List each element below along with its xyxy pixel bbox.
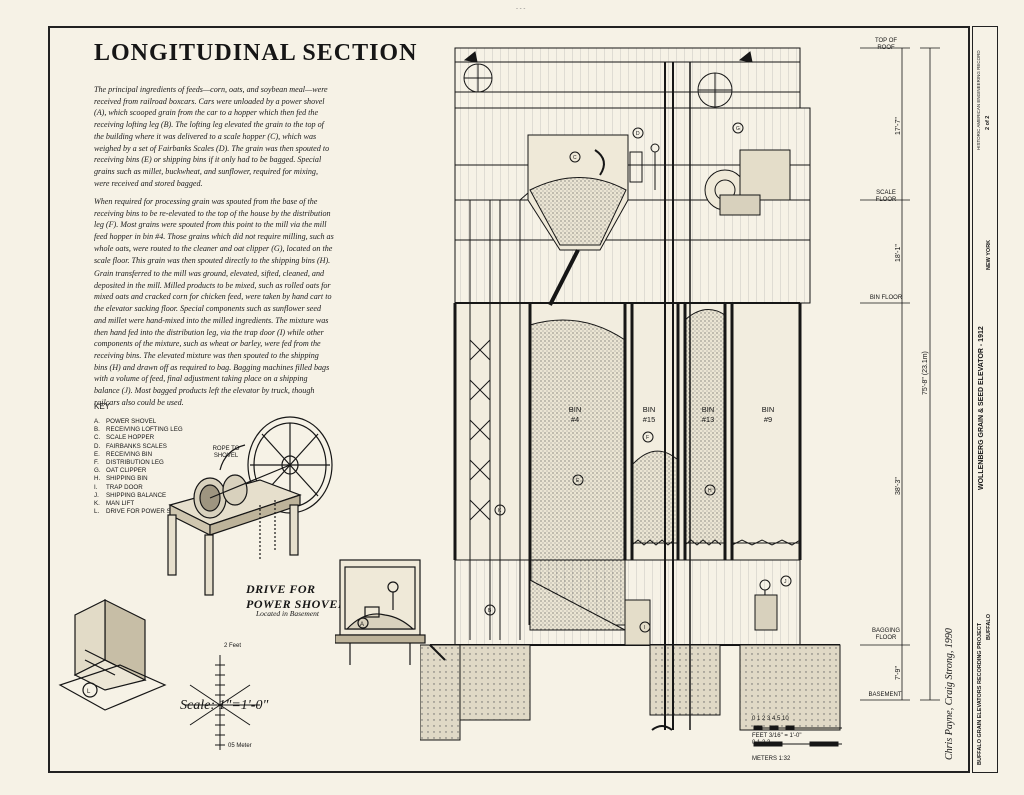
detail-caption: DRIVE FOR POWER SHOVEL — [246, 582, 346, 611]
key-item: B.RECEIVING LOFTING LEG — [94, 426, 183, 434]
elevator-section-drawing: C D G E F H B I J K — [420, 47, 841, 741]
description-paragraph-1: The principal ingredients of feeds—corn,… — [94, 85, 330, 188]
key-list: A.POWER SHOVEL B.RECEIVING LOFTING LEG C… — [94, 418, 224, 516]
level-bagging-floor: BAGGING FLOOR — [871, 628, 900, 641]
scale-text: Scale: 1"=1'-0" — [180, 698, 269, 713]
key-item: D.FAIRBANKS SCALES — [94, 442, 167, 450]
level-scale-floor: SCALE FLOOR — [875, 190, 897, 203]
key-item: K.MAN LIFT — [94, 500, 135, 508]
tb-project: BUFFALO GRAIN ELEVATORS RECORDING PROJEC… — [977, 622, 983, 765]
key-item: C.SCALE HOPPER — [94, 434, 155, 442]
scale-bar-meter-label: METERS 1:32 — [752, 756, 791, 762]
tb-survey: HISTORIC AMERICAN ENGINEERING RECORD — [976, 50, 981, 150]
key-item: I.TRAP DOOR — [94, 483, 143, 491]
svg-text:K: K — [498, 508, 502, 514]
svg-text:G: G — [736, 126, 740, 132]
scale-bar-meter-ticks: 0 1 2 3 — [752, 740, 771, 746]
svg-text:I: I — [644, 625, 645, 631]
svg-text:D: D — [636, 131, 640, 137]
description-paragraph-3: Grain transferred to the mill was ground… — [94, 269, 332, 407]
svg-text:L: L — [87, 689, 91, 695]
drawing-border — [48, 26, 970, 773]
bin-label-4: BIN#4 — [568, 405, 582, 424]
detail-caption-sub: Located in Basement — [256, 609, 319, 618]
bin-label-15: BIN#15 — [642, 405, 656, 424]
svg-text:C: C — [573, 155, 577, 161]
scale-cross — [185, 655, 260, 750]
level-basement: BASEMENT — [868, 692, 902, 698]
registration-mark: - - - — [516, 6, 526, 12]
dim-scale-to-bin: 18'-1" — [895, 244, 902, 262]
tb-sheet: 2 of 2 — [985, 115, 991, 130]
railroad-boxcar: A — [335, 559, 426, 665]
drive-detail-drawing — [167, 416, 333, 596]
scale-feet-label: 2 Feet — [224, 643, 242, 649]
svg-text:A: A — [360, 622, 364, 628]
dim-bin-to-bagging: 38'-3" — [895, 477, 902, 495]
key-item: G.OAT CLIPPER — [94, 467, 147, 475]
svg-text:E: E — [576, 478, 580, 484]
scale-bar-feet-ticks: 0 1 2 3 4 5 10 — [752, 716, 789, 722]
level-top-of-roof: TOP OF ROOF — [874, 38, 898, 51]
page-title: LONGITUDINAL SECTION — [94, 40, 418, 66]
tb-state: NEW YORK — [986, 239, 992, 270]
scale-bar-feet-label: FEET 3/16" = 1'-0" — [752, 733, 802, 739]
rope-label: ROPE TO SHOVEL — [212, 446, 240, 459]
dim-roof-to-scale: 17'-7" — [895, 117, 902, 135]
svg-text:H: H — [708, 488, 712, 494]
key-item: A.POWER SHOVEL — [94, 418, 157, 425]
tb-building: WOLLENBERG GRAIN & SEED ELEVATOR - 1912 — [978, 326, 985, 490]
bin-label-9: BIN#9 — [761, 405, 775, 424]
level-lines — [860, 47, 940, 701]
svg-text:F: F — [646, 435, 649, 441]
dim-total-height: 75'-8" (23.1m) — [922, 351, 929, 395]
title-block — [972, 26, 998, 773]
key-heading: KEY — [94, 402, 111, 411]
tb-city: BUFFALO — [986, 614, 992, 640]
scale-meter-label: 05 Meter — [228, 743, 252, 749]
dim-bagging-to-basement: 7'-9" — [895, 666, 902, 680]
key-item: H.SHIPPING BIN — [94, 475, 148, 483]
key-item: L.DRIVE FOR POWER SHOVEL — [94, 508, 192, 516]
level-bin-floor: BIN FLOOR — [869, 295, 903, 301]
isometric-drive-housing: L — [58, 599, 167, 711]
key-item: E.RECEIVING BIN — [94, 450, 153, 458]
graphic-scale-bar — [753, 725, 842, 747]
svg-text:B: B — [488, 608, 492, 614]
delineator-signature: Chris Payne, Craig Strong, 1990 — [944, 628, 955, 760]
key-item: F.DISTRIBUTION LEG — [94, 459, 164, 467]
bin-label-13: BIN#13 — [701, 405, 715, 424]
key-item: J.SHIPPING BALANCE — [94, 491, 167, 499]
description-paragraph-2: When required for processing grain was s… — [94, 197, 334, 265]
svg-text:J: J — [784, 579, 787, 585]
